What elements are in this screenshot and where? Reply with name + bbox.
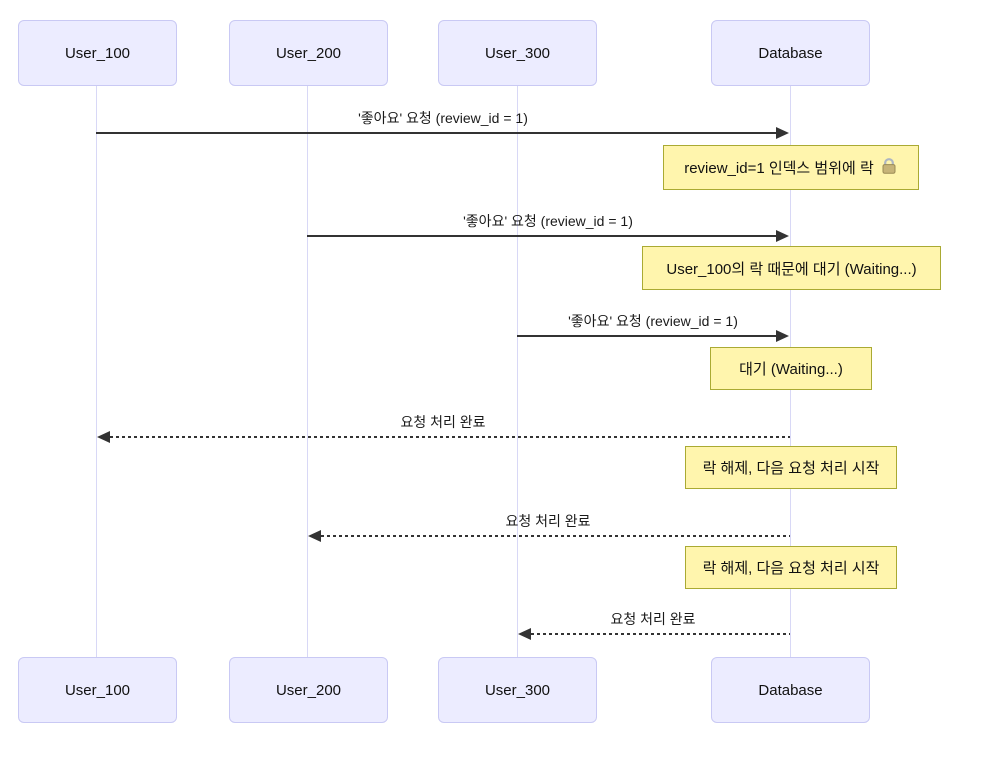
actor-label: Database (758, 44, 823, 62)
actor-user100-top: User_100 (18, 20, 177, 86)
lock-icon (880, 157, 898, 178)
arrowhead-right-icon (776, 230, 789, 242)
actor-label: User_100 (64, 44, 131, 62)
note-waiting: 대기 (Waiting...) (710, 347, 872, 390)
actor-user300-bottom: User_300 (438, 657, 597, 723)
actor-user200-bottom: User_200 (229, 657, 388, 723)
actor-user300-top: User_300 (438, 20, 597, 86)
actor-user200-top: User_200 (229, 20, 388, 86)
note-text: 대기 (Waiting...) (739, 361, 843, 378)
arrowhead-left-icon (308, 530, 321, 542)
actor-label: Database (758, 681, 823, 699)
note-text: 락 해제, 다음 요청 처리 시작 (702, 460, 880, 477)
note-text: User_100의 락 때문에 대기 (Waiting...) (666, 260, 917, 278)
note-lock-acquired: review_id=1 인덱스 범위에 락 (663, 145, 919, 190)
lifeline-user300 (517, 85, 518, 657)
note-lock-released-2: 락 해제, 다음 요청 처리 시작 (685, 546, 897, 589)
actor-database-bottom: Database (711, 657, 870, 723)
message-label: 요청 처리 완료 (610, 611, 696, 627)
note-text: review_id=1 인덱스 범위에 락 (684, 160, 874, 177)
actor-user100-bottom: User_100 (18, 657, 177, 723)
lifeline-user100 (96, 85, 97, 657)
message-line (96, 132, 776, 134)
message-line (307, 235, 776, 237)
actor-database-top: Database (711, 20, 870, 86)
message-label: 요청 처리 완료 (400, 414, 486, 430)
note-lock-released-1: 락 해제, 다음 요청 처리 시작 (685, 446, 897, 489)
actor-label: User_200 (275, 681, 342, 699)
lifeline-user200 (307, 85, 308, 657)
actor-label: User_200 (275, 44, 342, 62)
message-label: '좋아요' 요청 (review_id = 1) (463, 213, 633, 229)
actor-label: User_100 (64, 681, 131, 699)
message-line (321, 535, 790, 537)
actor-label: User_300 (484, 681, 551, 699)
arrowhead-left-icon (518, 628, 531, 640)
note-waiting-user100-lock: User_100의 락 때문에 대기 (Waiting...) (642, 246, 941, 290)
message-line (110, 436, 790, 438)
arrowhead-right-icon (776, 127, 789, 139)
message-label: '좋아요' 요청 (review_id = 1) (358, 110, 528, 126)
arrowhead-right-icon (776, 330, 789, 342)
message-line (531, 633, 790, 635)
message-line (517, 335, 776, 337)
arrowhead-left-icon (97, 431, 110, 443)
message-label: '좋아요' 요청 (review_id = 1) (568, 313, 738, 329)
actor-label: User_300 (484, 44, 551, 62)
message-label: 요청 처리 완료 (505, 513, 591, 529)
note-text: 락 해제, 다음 요청 처리 시작 (702, 560, 880, 577)
